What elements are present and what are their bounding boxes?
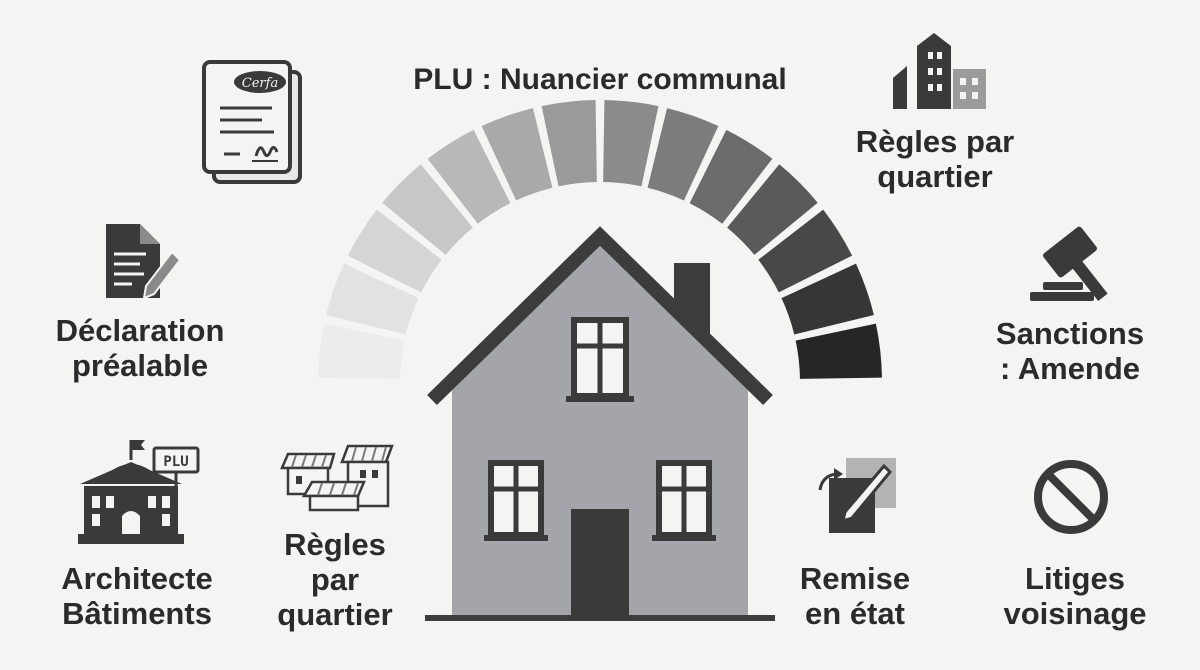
label-declaration-prealable: Déclaration préalable bbox=[20, 313, 260, 383]
label-line: Sanctions bbox=[995, 316, 1145, 351]
house-window-left bbox=[484, 460, 548, 541]
svg-text:Cerfa: Cerfa bbox=[242, 76, 278, 91]
town-hall-icon: PLU bbox=[78, 440, 200, 544]
label-line: Règles bbox=[284, 527, 386, 562]
restore-icon bbox=[818, 458, 896, 533]
label-line: quartier bbox=[877, 159, 993, 194]
cerfa-form-icon: Cerfa bbox=[202, 60, 302, 184]
color-swatch bbox=[326, 263, 419, 335]
gavel-icon bbox=[1030, 226, 1108, 302]
label-line: en état bbox=[805, 596, 905, 631]
label-line: : Amende bbox=[999, 351, 1141, 386]
rooftops-icon bbox=[280, 444, 394, 512]
color-swatch bbox=[727, 164, 818, 255]
label-architecte-batiments: Architecte Bâtiments bbox=[22, 561, 252, 631]
label-line: Architecte bbox=[61, 561, 213, 596]
color-swatch bbox=[795, 323, 882, 379]
color-swatch bbox=[347, 209, 442, 293]
color-swatch bbox=[781, 263, 874, 335]
house-window-right bbox=[652, 460, 716, 541]
color-swatch bbox=[758, 209, 853, 293]
label-line: Déclaration bbox=[55, 313, 225, 348]
house-roof bbox=[427, 226, 773, 406]
diagram-title: PLU : Nuancier communal bbox=[413, 63, 787, 96]
label-line: voisinage bbox=[1003, 596, 1147, 631]
label-line: par bbox=[310, 562, 360, 597]
color-swatch bbox=[647, 108, 719, 201]
color-swatch bbox=[541, 100, 597, 187]
house bbox=[425, 226, 775, 621]
label-litiges-voisinage: Litiges voisinage bbox=[985, 561, 1165, 631]
house-door bbox=[571, 509, 629, 618]
color-swatch bbox=[318, 323, 405, 379]
label-regles-par-quartier-top: Règles par quartier bbox=[820, 124, 1050, 194]
document-pen-icon bbox=[106, 224, 182, 300]
house-window-top bbox=[566, 317, 634, 402]
buildings-icon bbox=[893, 33, 986, 109]
label-line: Remise bbox=[799, 561, 911, 596]
label-sanctions-amende: Sanctions : Amende bbox=[960, 316, 1180, 386]
label-line: Litiges bbox=[1025, 561, 1125, 596]
color-palette-arch bbox=[318, 100, 882, 379]
label-line: Bâtiments bbox=[62, 596, 212, 631]
label-regles-par-quartier-bottom: Règles par quartier bbox=[260, 527, 410, 632]
color-swatch bbox=[689, 129, 773, 224]
label-line: quartier bbox=[277, 597, 393, 632]
color-swatch bbox=[481, 108, 553, 201]
svg-text:PLU: PLU bbox=[163, 454, 188, 470]
label-line: préalable bbox=[71, 348, 209, 383]
color-swatch bbox=[427, 129, 511, 224]
color-swatch bbox=[603, 100, 659, 187]
label-remise-en-etat: Remise en état bbox=[780, 561, 930, 631]
label-line: Règles par bbox=[855, 124, 1015, 159]
color-swatch bbox=[382, 164, 473, 255]
prohibited-icon bbox=[1034, 460, 1108, 534]
